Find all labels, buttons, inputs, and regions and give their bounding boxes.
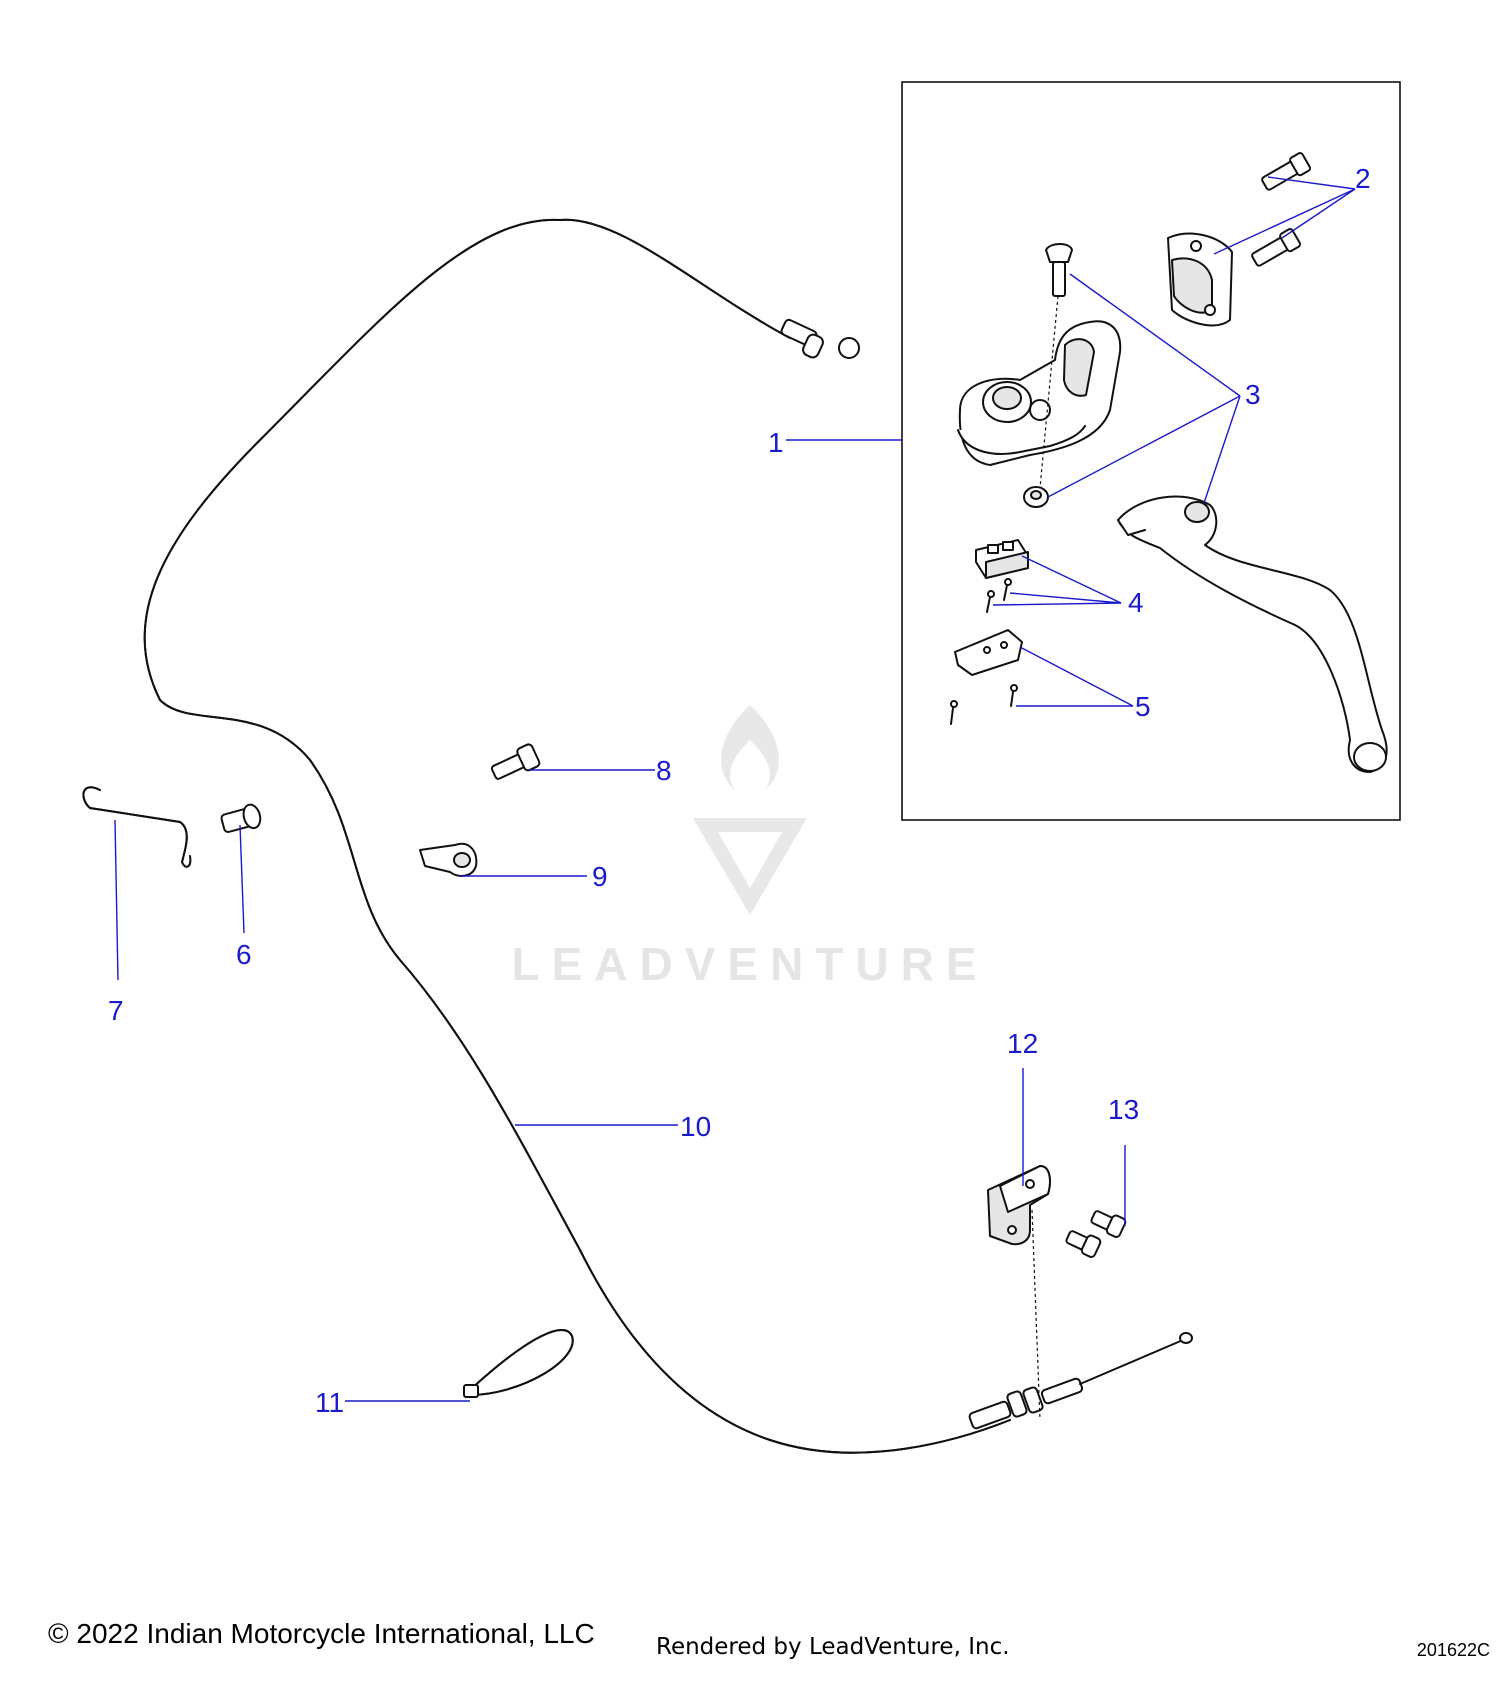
rendered-by-text: Rendered by LeadVenture, Inc. [656, 1634, 1010, 1660]
leader-lines [114, 176, 1356, 1402]
callout-1: 1 [768, 427, 784, 458]
cable-bracket [987, 1165, 1051, 1421]
bracket-screws [1065, 1210, 1127, 1258]
p-clamp [419, 842, 478, 877]
callout-10: 10 [680, 1111, 711, 1142]
leadventure-watermark: LEADVENTURE [511, 705, 988, 990]
callout-12: 12 [1007, 1028, 1038, 1059]
clamp-and-bolts [1167, 152, 1312, 327]
callout-13: 13 [1108, 1094, 1139, 1125]
plate-and-screws [950, 629, 1023, 725]
watermark-v-icon [693, 818, 807, 915]
clutch-lever [1117, 495, 1388, 773]
figure-code: 201622C [1416, 1640, 1490, 1660]
watermark-flame-icon [721, 705, 779, 790]
bolt [490, 743, 541, 780]
callout-5: 5 [1135, 691, 1151, 722]
pin [220, 803, 262, 833]
callout-4: 4 [1128, 587, 1144, 618]
watermark-text: LEADVENTURE [511, 938, 988, 990]
lever-bracket [957, 243, 1122, 508]
callout-7: 7 [108, 995, 124, 1026]
callout-11: 11 [315, 1387, 344, 1418]
callout-3: 3 [1245, 379, 1261, 410]
spring-clip [82, 786, 192, 868]
clutch-cable [143, 218, 1193, 1454]
copyright-text: © 2022 Indian Motorcycle International, … [48, 1618, 595, 1649]
callout-9: 9 [592, 861, 608, 892]
callout-2: 2 [1355, 163, 1371, 194]
callout-8: 8 [656, 755, 672, 786]
lever-assembly-box [901, 81, 1401, 821]
callout-6: 6 [236, 939, 252, 970]
cable-tie [463, 1328, 574, 1398]
callouts: 1 2 3 4 5 6 7 8 9 10 11 12 13 [108, 163, 1371, 1418]
switch-and-screws [975, 539, 1029, 613]
